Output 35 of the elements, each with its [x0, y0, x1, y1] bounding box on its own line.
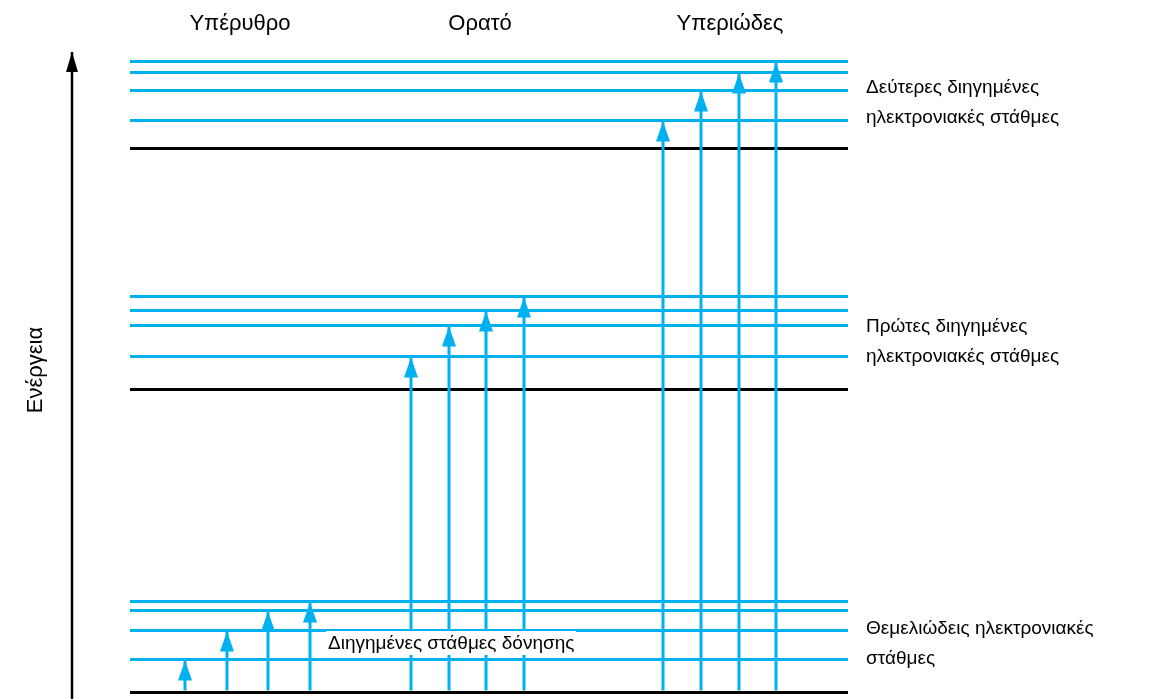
- region-heading: Υπεριώδες: [675, 9, 785, 37]
- level-group-label: Διηγημένες στάθμες δόνησης: [326, 631, 577, 655]
- energy-level-line: [130, 323, 848, 327]
- transition-arrow: [656, 121, 670, 691]
- level-group-label: Πρώτες διηγημένες ηλεκτρονιακές στάθμες: [866, 314, 1061, 368]
- energy-level-line: [130, 354, 848, 358]
- transition-arrow: [769, 62, 783, 691]
- energy-level-line: [130, 690, 848, 694]
- transition-arrow: [404, 357, 418, 691]
- transition-arrow: [732, 73, 746, 691]
- energy-level-line: [130, 118, 848, 122]
- energy-level-line: [130, 294, 848, 298]
- region-heading: Υπέρυθρο: [188, 9, 292, 37]
- energy-level-line: [130, 59, 848, 63]
- transition-arrow: [178, 660, 192, 691]
- transition-arrow: [517, 297, 531, 691]
- region-heading: Ορατό: [447, 9, 513, 37]
- energy-level-line: [130, 628, 848, 632]
- energy-level-line: [130, 308, 848, 312]
- axis-label: Ενέργεια: [21, 325, 48, 416]
- energy-level-line: [130, 387, 848, 391]
- level-group-label: Θεμελιώδεις ηλεκτρονιακές στάθμες: [866, 616, 1095, 670]
- transition-arrow: [442, 326, 456, 691]
- transition-arrow: [261, 611, 275, 691]
- energy-level-line: [130, 88, 848, 92]
- energy-level-line: [130, 608, 848, 612]
- transition-arrow: [694, 91, 708, 691]
- transition-arrow: [479, 311, 493, 691]
- energy-level-line: [130, 146, 848, 150]
- transition-arrow: [220, 631, 234, 691]
- energy-level-line: [130, 70, 848, 74]
- energy-level-line: [130, 599, 848, 603]
- energy-level-line: [130, 657, 848, 661]
- level-group-label: Δεύτερες διηγημένες ηλεκτρονιακές στάθμες: [866, 75, 1061, 129]
- transition-arrow: [303, 602, 317, 691]
